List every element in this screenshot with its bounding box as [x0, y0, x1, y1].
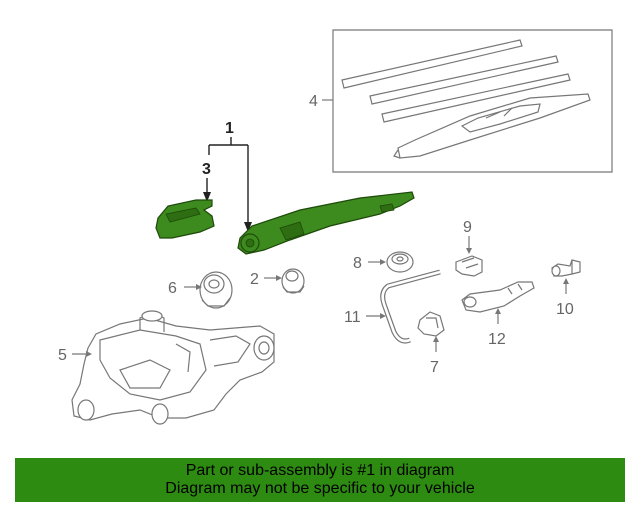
callout-6: 6 — [168, 280, 177, 297]
callout-5: 5 — [58, 347, 67, 364]
callout-2: 2 — [250, 271, 259, 288]
hose-11 — [380, 269, 441, 344]
callout-11: 11 — [344, 309, 361, 326]
banner-line-2: Diagram may not be specific to your vehi… — [165, 480, 475, 497]
parts-diagram: 4 1 3 6 2 — [58, 29, 613, 425]
cap-7 — [417, 311, 445, 337]
callout-9: 9 — [463, 219, 472, 236]
callout-3: 3 — [202, 161, 211, 178]
bolt-10 — [551, 259, 581, 277]
wiper-arm — [237, 191, 415, 255]
callout-12: 12 — [488, 331, 506, 348]
nut-2 — [281, 268, 305, 294]
leader-3 — [203, 178, 211, 202]
nozzle-9 — [455, 255, 483, 277]
grommet-8 — [386, 251, 414, 273]
leader-1 — [208, 137, 252, 232]
info-banner: Part or sub-assembly is #1 in diagram Di… — [15, 458, 625, 502]
grommet-6 — [199, 271, 233, 309]
callout-8: 8 — [353, 255, 362, 272]
callout-1: 1 — [225, 120, 234, 137]
banner-line-1: Part or sub-assembly is #1 in diagram — [185, 462, 455, 479]
bracket-12 — [461, 281, 535, 313]
callout-7: 7 — [430, 359, 439, 376]
wiper-arm-cover — [155, 199, 215, 239]
callout-10: 10 — [556, 301, 574, 318]
callout-4: 4 — [309, 93, 318, 110]
wiper-motor-5 — [71, 310, 275, 425]
blade-inset-box — [332, 29, 613, 173]
